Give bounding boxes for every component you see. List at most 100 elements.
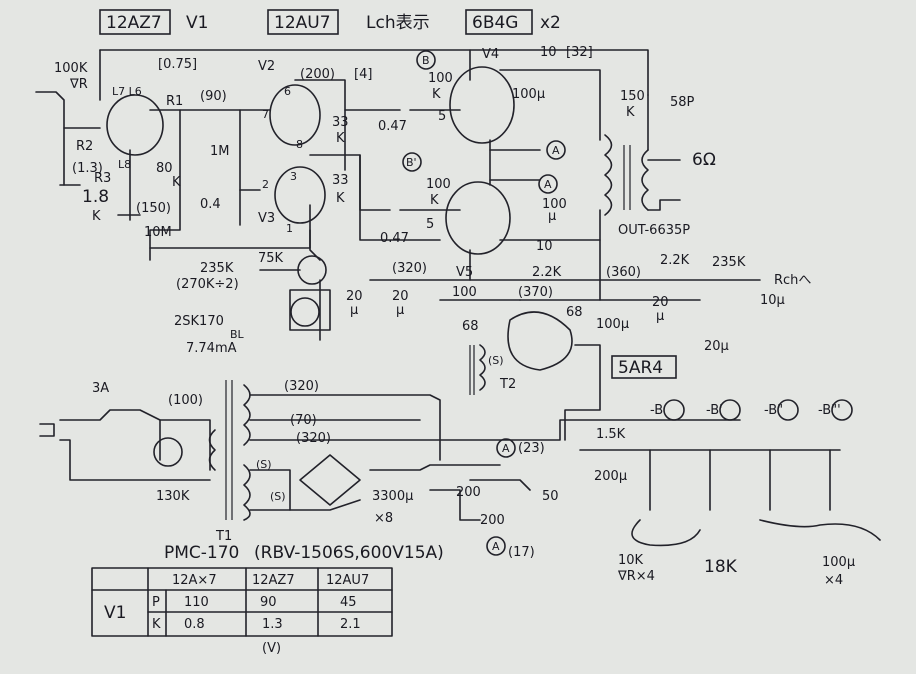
node-b-prime-marker [402,152,422,172]
neon-lamp [153,437,183,467]
speaker-6-ohm: 6Ω [692,150,716,170]
v1-tube-label: 12AZ7 [106,13,162,33]
fuse-rating: 3A [92,381,109,396]
output-transformer: OUT-6635P [618,223,690,238]
v4-pin-5: 5 [438,109,446,124]
r-150k-unit: K [626,105,635,120]
v5-tube [445,181,511,255]
node-a-marker-2 [538,174,558,194]
voltage-table: 12A×7 12AZ7 12AU7 V1 P 110 90 45 K 0.8 1… [91,567,393,656]
r-2-2k-b: 2.2K [660,253,690,268]
v5-rect-label: V5 [456,265,473,280]
supply-section: (320) V5 2.2K (360) 2.2K 235K Rchへ 20 μ … [346,253,811,392]
r1-label: R1 [166,94,183,109]
node-a-marker-1 [546,140,566,160]
r-100k-b-unit: K [430,193,439,208]
table-unit: (V) [262,641,281,656]
c-047-b: 0.47 [380,231,409,246]
r-130k: 130K [156,489,190,504]
v5-pin-5: 5 [426,217,434,232]
bracket-4: [4] [354,67,372,82]
rectifier-box [611,355,677,379]
v1-tube [106,94,164,156]
bias-b1-marker [663,399,685,421]
r-1m: 1M [210,144,230,159]
bias-group-loop-1 [631,519,701,547]
bias-pot-type: ∇R×4 [617,569,655,584]
cathode-r: 1.8 [82,187,109,207]
grid-10m: 10M [144,225,172,240]
node-a17: (17) [508,545,535,560]
table-row-label: V1 [104,603,126,623]
fet [290,297,320,327]
cap-3300: 3300μ [372,489,413,504]
driver-tube-box [267,9,339,35]
bias-pot: 10K [618,553,644,568]
c-200u: 200μ [594,469,627,484]
r-68-b: 68 [566,305,583,320]
r-200b: 200 [480,513,505,528]
output-tube-label: 6B4G [472,13,518,33]
bias-b3: -B" [764,403,783,418]
table-cell-p-12ax7: 110 [184,595,209,610]
bias-section: 1.5K 200μ -B -B' -B" -B"' 10K ∇R×4 18K 1… [594,399,881,588]
r-10-b: 10 [536,239,553,254]
v2-pin-8: 8 [296,138,303,151]
r-10-a: 10 [540,45,557,60]
table-key-k: K [152,617,161,632]
v1-tube-box [99,9,171,35]
v-200: (200) [300,67,335,82]
r-1-5k: 1.5K [596,427,626,442]
v-150: (150) [136,201,171,216]
v4-cathode-cap: 100μ [512,87,545,102]
node-a23: (23) [518,441,545,456]
tap-320a: (320) [284,379,319,394]
c-047-a: 0.47 [378,119,407,134]
node-a-3: A [502,442,510,455]
c-100: 100 [452,285,477,300]
driver-tube-label: 12AU7 [274,13,331,33]
bridge-rectifier: (RBV-1506S,600V15A) [254,543,444,563]
rch-label: Rchへ [774,273,811,288]
r-100k-a-unit: K [432,87,441,102]
node-b-marker [416,50,436,70]
cathode-r-unit: K [92,209,101,224]
t1-label: T1 [215,529,232,544]
c-58p: 58P [670,95,695,110]
input-section: 100K ∇R R1 R2 R3 L7 L6 L8 (1.3) 1.8 K [0… [54,57,239,292]
mains-plug-icon [39,423,55,437]
wires [35,49,841,521]
rectifier-type: 5AR4 [618,358,663,378]
c-100u-b: 100μ [596,317,629,332]
v4-label: V4 [482,47,499,62]
ccs-resistor: 75K [258,251,284,266]
load-80k-unit: K [172,175,181,190]
r-200a: 200 [456,485,481,500]
r-33k-b-unit: K [336,191,345,206]
v3-pin-2: 2 [262,178,269,191]
v3-pin-1: 1 [286,222,293,235]
tubes [106,66,515,467]
r-33k-b: 33 [332,173,349,188]
r3-label: R3 [94,171,111,186]
fet-grade: BL [230,328,245,341]
v1-pins2: L8 [118,158,131,171]
bracket-32: [32] [566,45,593,60]
table-cell-k-12ax7: 0.8 [184,617,205,632]
r-235k-b: 235K [712,255,746,270]
v1-plate-voltage: (90) [200,89,227,104]
c-20u-a-unit: μ [350,303,358,318]
bias-1-3: (1.3) [72,161,103,176]
input-pot: 100K [54,61,88,76]
v1-pins: L7 L6 [112,85,142,98]
c-20u-d: 20μ [704,339,729,354]
node-b: B [422,54,430,67]
v3-pin-3: 3 [290,170,297,183]
v1-bracket: [0.75] [158,57,197,72]
t2-label: T2 [499,377,516,392]
table-header-12ax7: 12A×7 [172,573,217,588]
c-20u-c-unit: μ [656,309,664,324]
v4-tube [449,66,515,144]
tap-70: (70) [290,413,317,428]
bias-cap: 100μ [822,555,855,570]
